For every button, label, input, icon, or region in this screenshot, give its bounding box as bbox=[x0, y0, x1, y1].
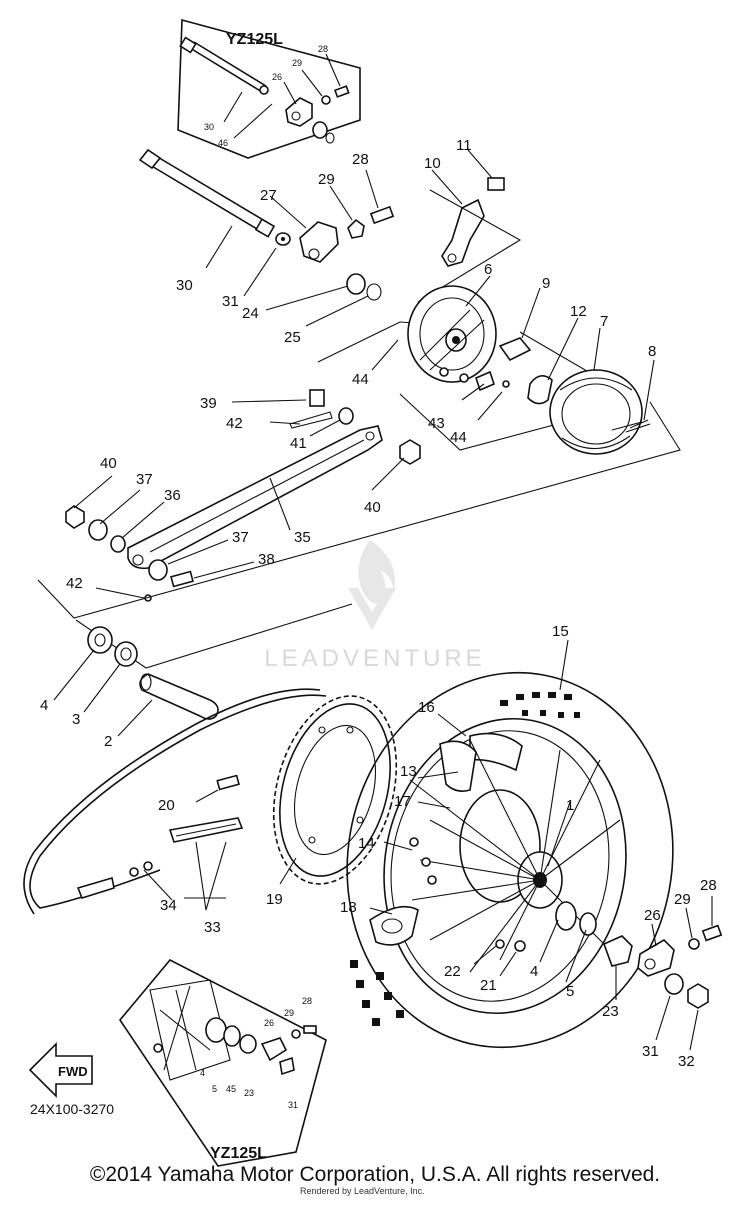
bottom-inset-label-26: 26 bbox=[264, 1018, 274, 1028]
bottom-inset-label-23: 23 bbox=[244, 1088, 254, 1098]
callout-40-right: 40 bbox=[364, 499, 381, 516]
callout-44-upper: 44 bbox=[352, 371, 369, 388]
callout-29-upper: 29 bbox=[318, 171, 335, 188]
callout-24: 24 bbox=[242, 305, 259, 322]
callout-31-upper: 31 bbox=[222, 293, 239, 310]
callout-32: 32 bbox=[678, 1053, 695, 1070]
callout-11: 11 bbox=[456, 137, 472, 154]
callout-10: 10 bbox=[424, 155, 441, 172]
bottom-inset-label-45: 45 bbox=[226, 1084, 236, 1094]
direction-label: FWD bbox=[58, 1064, 88, 1079]
callout-36: 36 bbox=[164, 487, 181, 504]
brake-shoe-plate bbox=[317, 275, 655, 455]
callout-37-upper: 37 bbox=[136, 471, 153, 488]
callout-3: 3 bbox=[72, 711, 80, 728]
callout-43: 43 bbox=[428, 415, 445, 432]
callout-37-lower: 37 bbox=[232, 529, 249, 546]
callout-42-upper: 42 bbox=[226, 415, 243, 432]
drive-chain bbox=[23, 688, 327, 915]
callout-38: 38 bbox=[258, 551, 275, 568]
bottom-inset-label-29: 29 bbox=[284, 1008, 294, 1018]
diagram-code: 24X100-3270 bbox=[30, 1101, 114, 1117]
top-inset-label-28: 28 bbox=[318, 44, 328, 54]
callout-25: 25 bbox=[284, 329, 301, 346]
callout-41: 41 bbox=[290, 435, 307, 452]
variant-label-top: YZ125L bbox=[226, 31, 283, 48]
right-chain-adjuster bbox=[602, 896, 723, 1051]
rear-sprocket bbox=[195, 695, 398, 885]
top-inset-label-26: 26 bbox=[272, 72, 282, 82]
copyright-notice: ©2014 Yamaha Motor Corporation, U.S.A. A… bbox=[89, 1163, 661, 1186]
callout-12: 12 bbox=[570, 303, 587, 320]
callout-21: 21 bbox=[480, 977, 497, 994]
callout-31-right: 31 bbox=[642, 1043, 659, 1060]
callout-27: 27 bbox=[260, 187, 277, 204]
bottom-inset-label-31: 31 bbox=[288, 1100, 298, 1110]
callout-44-lower: 44 bbox=[450, 429, 467, 446]
callout-1: 1 bbox=[566, 797, 574, 814]
callout-7: 7 bbox=[600, 313, 608, 330]
callout-8: 8 bbox=[648, 343, 656, 360]
top-inset-label-29: 29 bbox=[292, 58, 302, 68]
tension-bar bbox=[65, 389, 421, 602]
callout-2: 2 bbox=[104, 733, 112, 750]
hub-bearings bbox=[53, 603, 353, 737]
bottom-inset-label-5: 5 bbox=[212, 1084, 217, 1094]
variant-label-bottom: YZ125L bbox=[210, 1145, 267, 1162]
forward-direction-arrow: FWD bbox=[28, 1042, 93, 1098]
callout-9: 9 bbox=[542, 275, 550, 292]
callout-20: 20 bbox=[158, 797, 175, 814]
part-callouts: 11 10 28 29 27 30 31 24 25 6 9 12 7 8 44… bbox=[40, 137, 717, 1070]
callout-17: 17 bbox=[394, 793, 411, 810]
callout-29-right: 29 bbox=[674, 891, 691, 908]
callout-18: 18 bbox=[340, 899, 357, 916]
top-inset-label-30: 30 bbox=[204, 122, 214, 132]
watermark-text: LEADVENTURE bbox=[264, 645, 485, 672]
callout-39: 39 bbox=[200, 395, 217, 412]
top-inset-label-46: 46 bbox=[218, 138, 228, 148]
callout-28-upper: 28 bbox=[352, 151, 369, 168]
callout-42-lower: 42 bbox=[66, 575, 83, 592]
callout-23: 23 bbox=[602, 1003, 619, 1020]
callout-13: 13 bbox=[400, 763, 417, 780]
bottom-inset-box: YZ125L 4 5 45 23 31 26 29 28 bbox=[119, 958, 327, 1167]
callout-15: 15 bbox=[552, 623, 569, 640]
bottom-inset-label-4: 4 bbox=[200, 1068, 205, 1078]
watermark-logo bbox=[348, 540, 396, 630]
callout-14: 14 bbox=[358, 835, 375, 852]
callout-34: 34 bbox=[160, 897, 177, 914]
top-inset-box: YZ125L 30 46 26 29 28 bbox=[177, 18, 361, 159]
callout-5: 5 bbox=[566, 983, 574, 1000]
callout-28-right: 28 bbox=[700, 877, 717, 894]
callout-40-left: 40 bbox=[100, 455, 117, 472]
brake-cam-lever bbox=[417, 149, 522, 303]
callout-26-right: 26 bbox=[644, 907, 661, 924]
callout-33: 33 bbox=[204, 919, 221, 936]
render-credit: Rendered by LeadVenture, Inc. bbox=[300, 1186, 425, 1196]
callout-4-right: 4 bbox=[530, 963, 538, 980]
callout-19: 19 bbox=[266, 891, 283, 908]
callout-6: 6 bbox=[484, 261, 492, 278]
callout-4-left: 4 bbox=[40, 697, 48, 714]
callout-30: 30 bbox=[176, 277, 193, 294]
bottom-inset-label-28: 28 bbox=[302, 996, 312, 1006]
callout-16: 16 bbox=[418, 699, 435, 716]
callout-22: 22 bbox=[444, 963, 461, 980]
callout-35: 35 bbox=[294, 529, 311, 546]
rear-axle bbox=[138, 148, 395, 327]
rear-wheel bbox=[346, 639, 674, 1049]
